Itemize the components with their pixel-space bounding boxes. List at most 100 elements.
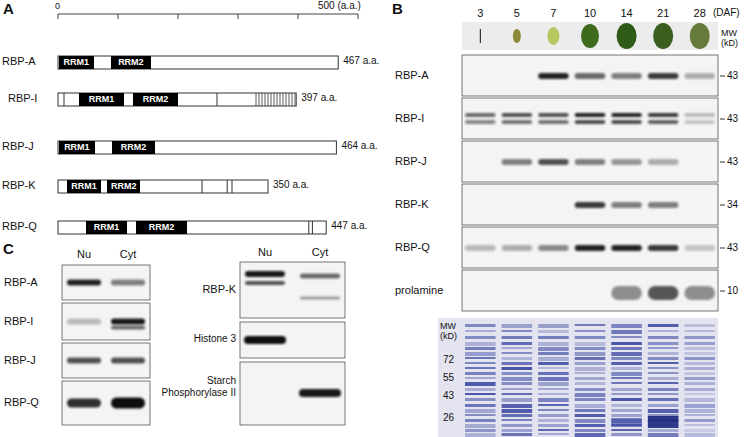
gel-band (684, 367, 715, 370)
figure-label: RBP-A (2, 55, 36, 68)
mw-tick (720, 76, 725, 77)
domain-label: RRM1 (71, 181, 97, 191)
gel-band (575, 352, 606, 356)
figure-label: RBP-K (202, 283, 236, 296)
gel-band (538, 330, 569, 333)
figure-label: 464 a.a. (341, 140, 377, 152)
gel-band (502, 404, 533, 408)
gel-band (538, 342, 569, 346)
gel-band (465, 336, 496, 339)
panel-letter: C (3, 240, 14, 257)
repeat-stripe (289, 93, 290, 106)
blot-strip (62, 303, 150, 340)
figure-label: 26 (443, 412, 454, 424)
gel-band (648, 398, 679, 401)
rrm-domain: RRM2 (107, 180, 140, 193)
figure-label: RBP-A (395, 69, 429, 82)
gel-band (648, 429, 679, 432)
domain-label: RRM1 (64, 57, 90, 67)
gel-band (648, 324, 679, 327)
blot-band (575, 159, 606, 165)
repeat-stripe (280, 93, 281, 106)
gel-band (502, 352, 533, 354)
gel-band (465, 347, 496, 350)
blot-band (684, 120, 715, 124)
gel-band (648, 393, 679, 395)
gel-band (611, 347, 642, 350)
gel-band (538, 424, 569, 427)
gel-band (465, 377, 496, 379)
gel-band (684, 377, 715, 380)
domain-label: RRM1 (89, 94, 115, 104)
gel-band (502, 372, 533, 375)
gel-band (684, 414, 715, 416)
gel-band (611, 342, 642, 345)
figure-label: 10 (727, 285, 738, 297)
figure-label: Starch Phosphorylase II (156, 375, 236, 398)
gel-band (538, 352, 569, 355)
figure-label: 72 (443, 354, 454, 366)
figure-label: RBP-J (4, 354, 36, 367)
gel-band (684, 424, 715, 426)
blot-strip (462, 184, 718, 225)
figure-label: MW (kD) (721, 28, 747, 49)
gel-band (538, 336, 569, 339)
gel-band (502, 388, 533, 390)
gel-band (611, 324, 642, 328)
figure-label: RBP-J (2, 140, 34, 153)
figure-label: RBP-Q (395, 241, 430, 254)
motif-mark (64, 93, 65, 106)
gel-band (611, 414, 642, 417)
figure-label: Cyt (120, 248, 137, 261)
rrm-domain: RRM2 (136, 221, 187, 234)
blot-strip (462, 55, 718, 96)
repeat-stripe (265, 93, 266, 106)
gel-band (538, 382, 569, 386)
gel-band (648, 352, 679, 355)
figure-label: RBP-Q (2, 220, 37, 233)
gel-band (538, 433, 569, 435)
blot-band (300, 274, 340, 279)
figure-label: (DAF) (713, 7, 740, 19)
gel-band (538, 377, 569, 381)
gel-band (465, 372, 496, 375)
ruler-line (58, 14, 358, 15)
gel-band (575, 429, 606, 432)
seed (617, 23, 637, 49)
gel-band (465, 367, 496, 369)
blot-band (648, 113, 679, 117)
gel-band (575, 382, 606, 385)
figure-label: RBP-I (8, 92, 37, 105)
gel-band (575, 367, 606, 371)
gel-band (502, 414, 533, 417)
figure-label: RBP-I (4, 315, 33, 328)
gel-band (538, 419, 569, 422)
gel-band (648, 416, 679, 428)
figure-label: 7 (550, 7, 556, 20)
blot-band (648, 120, 679, 124)
blot-band (538, 113, 569, 117)
gel-band (611, 409, 642, 412)
blot-band (575, 73, 606, 79)
gel-band (538, 393, 569, 395)
blot-band (465, 245, 496, 251)
motif-mark (308, 221, 309, 234)
ruler-tick (58, 14, 59, 19)
figure-label: RBP-Q (4, 396, 39, 409)
gel-band (611, 429, 642, 431)
gel-band (611, 352, 642, 356)
gel-band (465, 393, 496, 395)
gel-band (611, 398, 642, 401)
blot-band (67, 319, 101, 325)
blot-band (611, 120, 642, 124)
seed (653, 23, 673, 49)
gel-band (611, 382, 642, 384)
mw-tick (720, 205, 725, 206)
gel-band (502, 324, 533, 328)
figure-label: 14 (620, 7, 632, 20)
seed (690, 23, 710, 49)
figure-label: 5 (514, 7, 520, 20)
blot-strip (462, 227, 718, 268)
rrm-domain: RRM1 (59, 56, 94, 69)
gel-band (465, 362, 496, 364)
